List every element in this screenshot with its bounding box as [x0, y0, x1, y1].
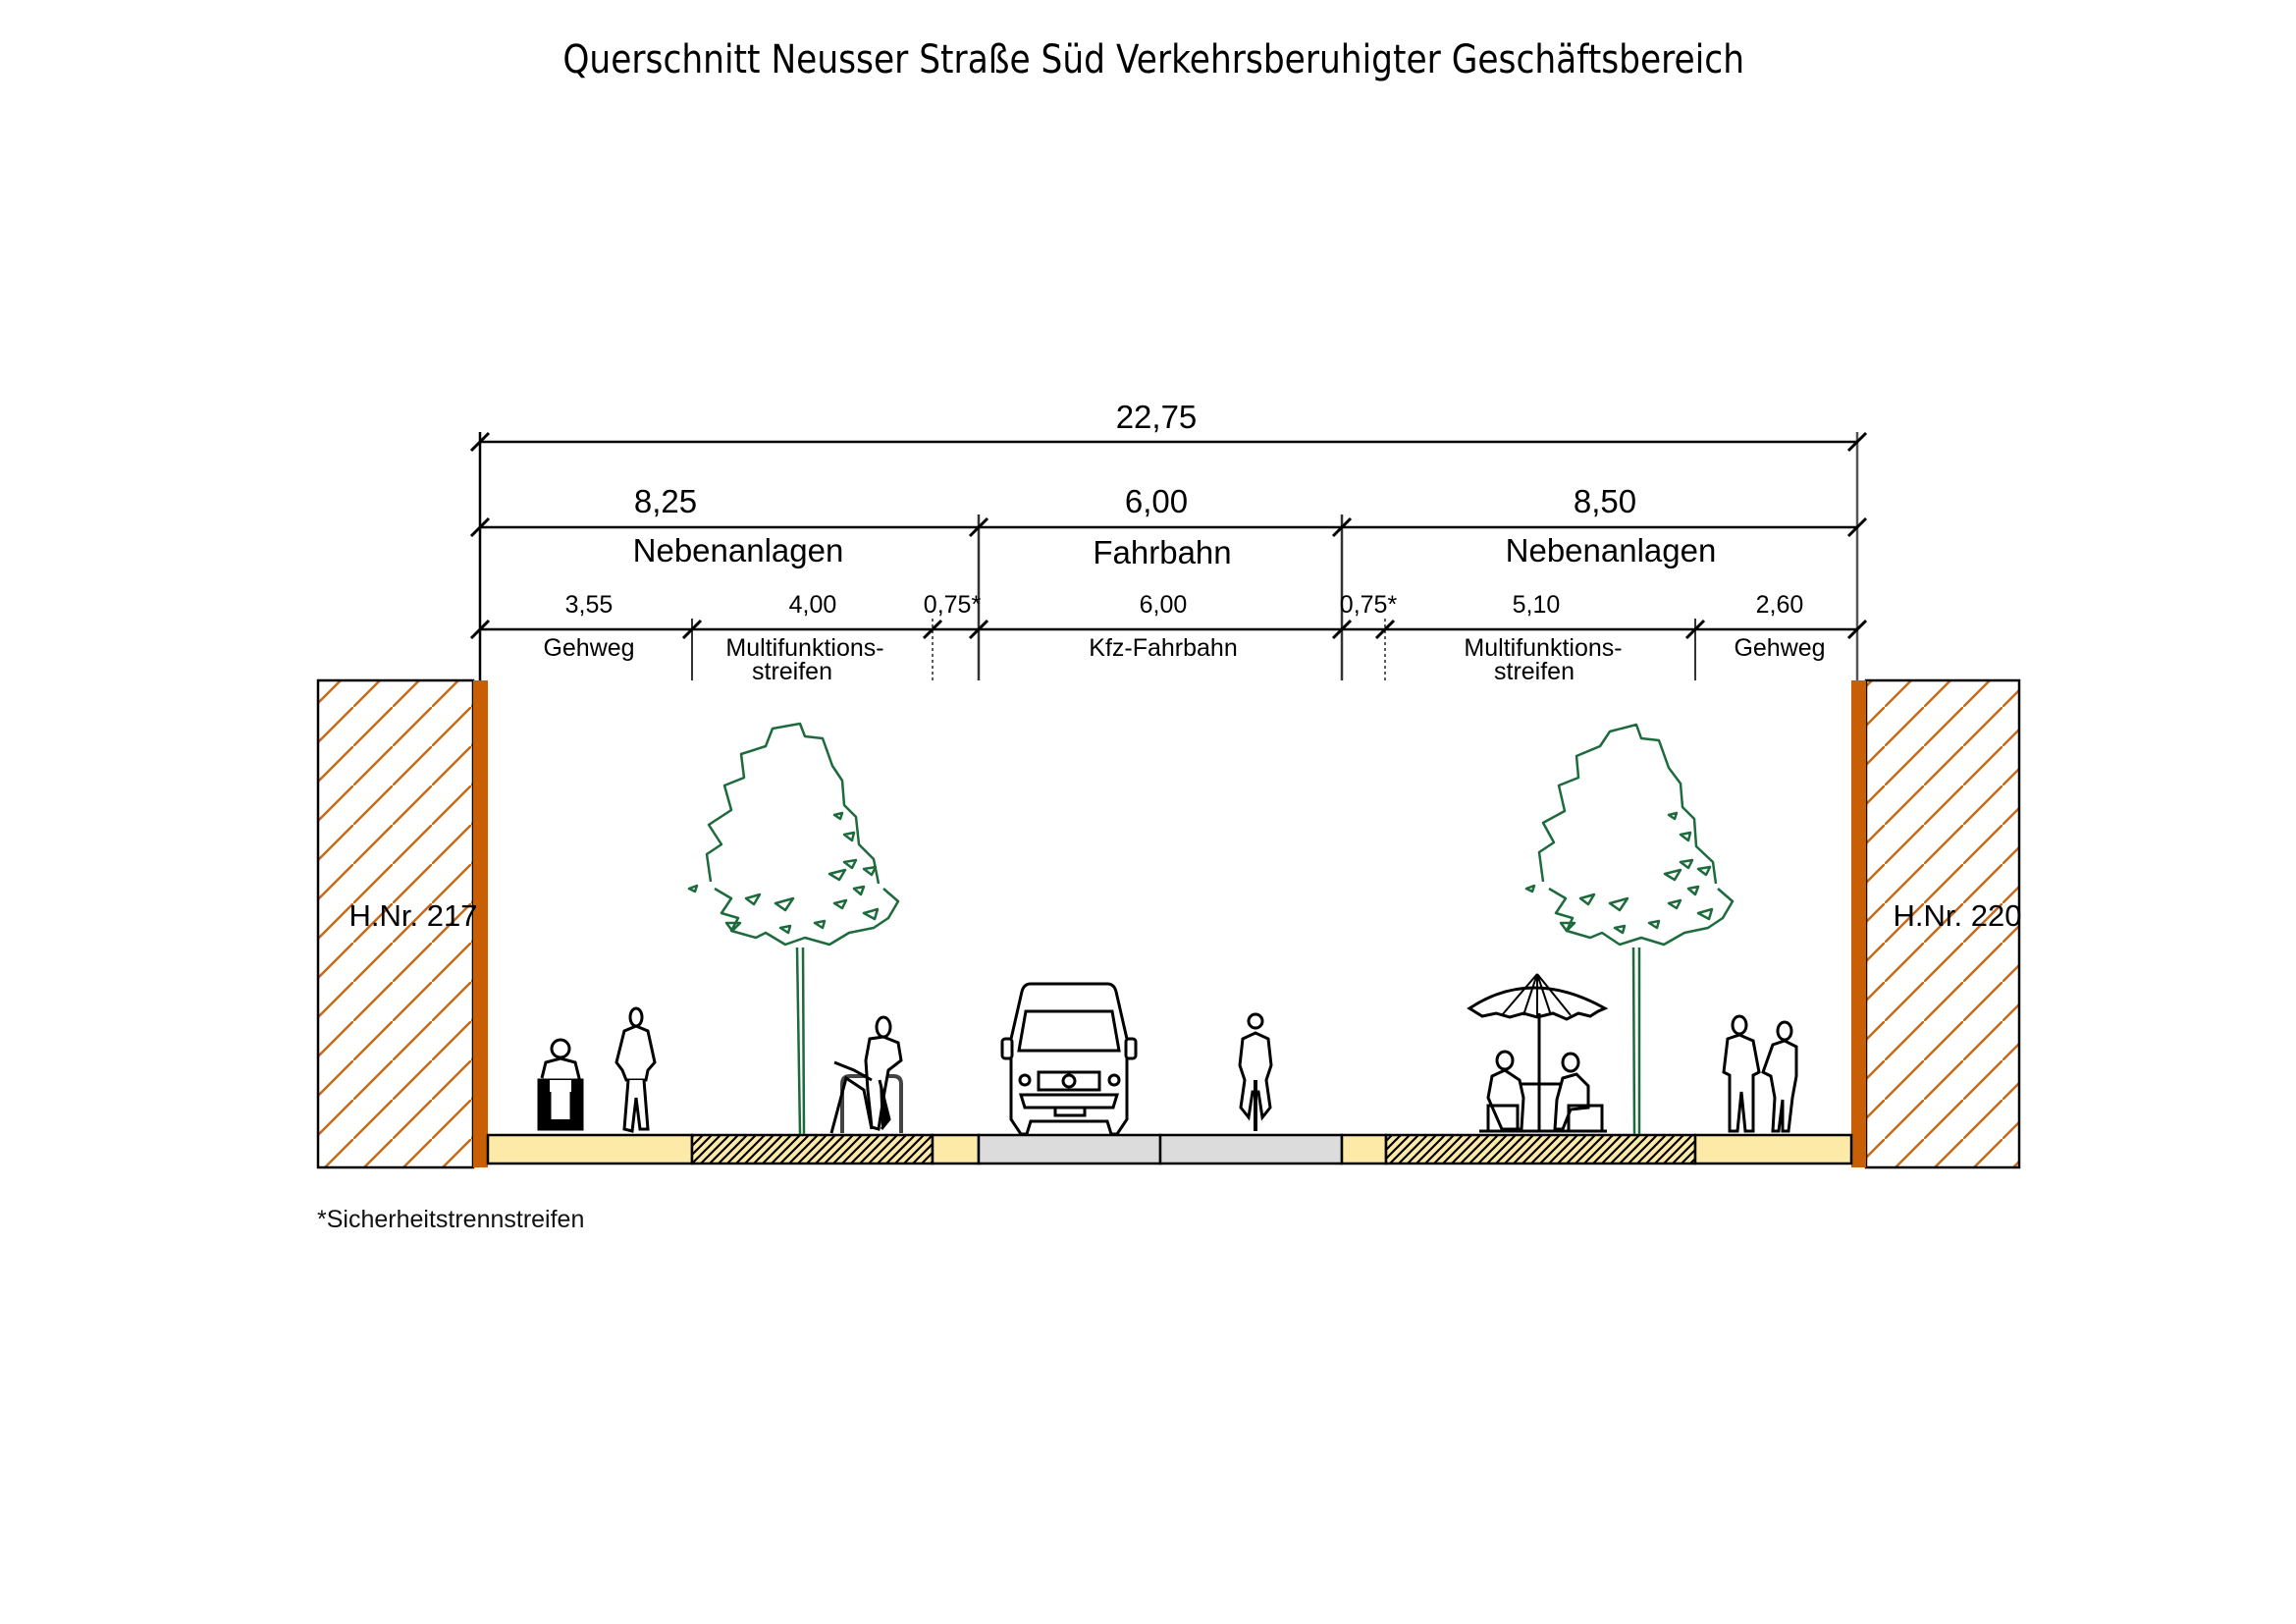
segment-value: 6,00 [1140, 591, 1188, 619]
group-left-label: Nebenanlagen [633, 532, 844, 568]
roadway-lane-2 [1158, 1133, 1344, 1165]
delivery-van-icon [1000, 982, 1138, 1136]
segment-value: 4,00 [789, 591, 837, 619]
sidewalk-left [486, 1133, 694, 1165]
group-right-label: Nebenanlagen [1506, 532, 1717, 568]
pedestrian-icon [614, 1006, 657, 1133]
segment-value: 0,75* [1340, 591, 1398, 619]
building-right-label: H.Nr. 220 [1894, 898, 2022, 933]
total-width-value: 22,75 [1116, 399, 1198, 435]
segment-value: 2,60 [1756, 591, 1804, 619]
multifunction-strip-right [1384, 1133, 1697, 1165]
roadway-lane-1 [977, 1133, 1162, 1165]
ground-strips [486, 1133, 1853, 1165]
couple-icon [1722, 1014, 1798, 1133]
segment-label: Multifunktions- [1464, 634, 1622, 662]
building-left: H.Nr. 217 [316, 678, 488, 1169]
segment-label: Kfz-Fahrbahn [1089, 634, 1237, 662]
group-center-value: 6,00 [1125, 483, 1188, 519]
diagram-title: Querschnitt Neusser Straße Süd Verkehrsb… [562, 37, 1744, 82]
dimension-chain [469, 431, 1868, 680]
footnote: *Sicherheitstrennstreifen [317, 1206, 585, 1233]
segment-label: Gehweg [1734, 634, 1825, 662]
person-with-bicycle-icon [829, 1015, 903, 1134]
wheelchair-user-icon [537, 1038, 584, 1131]
building-left-label: H.Nr. 217 [349, 898, 478, 933]
group-center-label: Fahrbahn [1093, 534, 1231, 570]
multifunction-strip-left [690, 1133, 934, 1165]
safety-strip-right [1340, 1133, 1388, 1165]
cyclist-icon [1238, 1012, 1273, 1131]
building-right: H.Nr. 220 [1851, 678, 2022, 1169]
segment-value: 3,55 [565, 591, 614, 619]
segment-label-line2: streifen [1494, 658, 1575, 685]
cafe-umbrella-table-icon [1467, 973, 1609, 1133]
group-left-value: 8,25 [634, 483, 697, 519]
tree-icon [687, 722, 900, 1135]
sidewalk-right [1693, 1133, 1853, 1165]
segment-label: Gehweg [543, 634, 634, 662]
segment-label-line2: streifen [752, 658, 832, 685]
tree-icon [1524, 723, 1735, 1135]
segment-value: 0,75* [924, 591, 982, 619]
segment-value: 5,10 [1513, 591, 1561, 619]
group-right-value: 8,50 [1574, 483, 1636, 519]
dimension-labels: 22,75 8,25 6,00 8,50 Nebenanlagen Fahrba… [543, 399, 1825, 685]
segment-label: Multifunktions- [725, 634, 883, 662]
safety-strip-left [931, 1133, 981, 1165]
